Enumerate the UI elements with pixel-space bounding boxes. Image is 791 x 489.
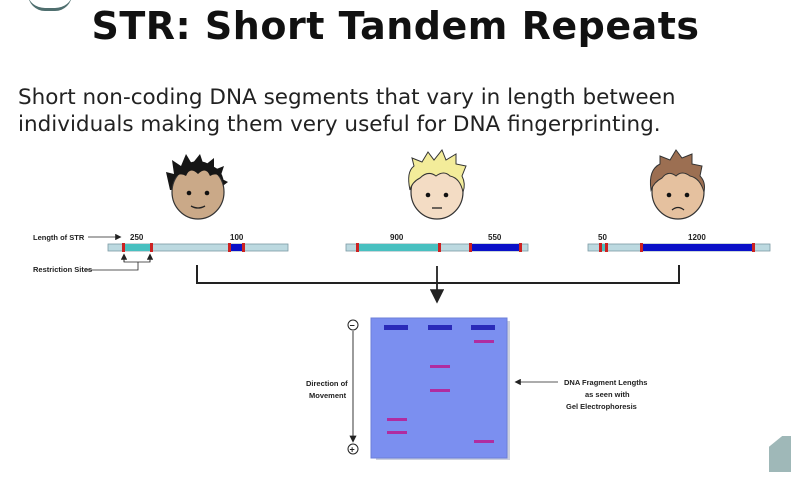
fragment-label-line-3: Gel Electrophoresis [566, 402, 637, 411]
person-2-left-eye [425, 192, 431, 198]
strand-2-label-900: 900 [390, 233, 404, 242]
str-strand-1 [107, 243, 289, 252]
plus-sign: + [350, 445, 355, 455]
direction-label-line-1: Direction of [306, 379, 348, 388]
gel-band-lane1-b [387, 431, 407, 434]
str-strand-2 [345, 243, 529, 252]
fragment-label-line-2: as seen with [585, 390, 630, 399]
person-3-face [649, 149, 705, 220]
gel-well-1 [384, 325, 408, 330]
gel-band-lane1-a [387, 418, 407, 421]
gel-well-3 [471, 325, 495, 330]
person-2-right-eye [443, 192, 449, 198]
strand-3-label-50: 50 [598, 233, 607, 242]
direction-label-line-2: Movement [309, 391, 347, 400]
minus-electrode-icon [347, 319, 359, 331]
gel-band-lane2-a [430, 365, 450, 368]
strand-1-label-100: 100 [230, 233, 244, 242]
person-2-face [408, 149, 467, 220]
strand-1-label-250: 250 [130, 233, 144, 242]
person-3-mouth [671, 206, 685, 211]
fragment-label-line-1: DNA Fragment Lengths [564, 378, 647, 387]
person-1-mouth [190, 205, 206, 209]
strand-3-label-1200: 1200 [688, 233, 706, 242]
gel-well-2 [428, 325, 452, 330]
person-3-right-eye [684, 192, 690, 198]
slide-title: STR: Short Tandem Repeats [91, 4, 700, 48]
plus-electrode-icon [347, 443, 359, 455]
subtitle-line-2: individuals making them very useful for … [18, 112, 661, 137]
gel-band-lane3-b [474, 440, 494, 443]
minus-sign: − [350, 321, 355, 331]
person-1-left-eye [186, 190, 192, 196]
side-decoration [769, 436, 791, 472]
person-3-left-eye [666, 192, 672, 198]
gel-band-lane2-b [430, 389, 450, 392]
subtitle-line-1: Short non-coding DNA segments that vary … [18, 85, 676, 110]
person-1-face [166, 154, 228, 220]
restriction-sites-bracket-top [123, 258, 151, 263]
restriction-sites-label: Restriction Sites [33, 265, 92, 274]
gel-electrophoresis [370, 317, 508, 459]
strand-2-label-550: 550 [488, 233, 502, 242]
person-1-right-eye [204, 190, 210, 196]
restriction-sites-bracket [85, 262, 139, 271]
length-of-str-label: Length of STR [33, 233, 85, 242]
person-3-hair [649, 149, 705, 193]
slide-subtitle: Short non-coding DNA segments that vary … [18, 84, 778, 138]
str-strand-3 [587, 243, 771, 252]
gel-band-lane3-a [474, 340, 494, 343]
person-2-hair [408, 149, 467, 194]
corner-decoration [28, 0, 72, 11]
collector-bracket [196, 265, 680, 284]
